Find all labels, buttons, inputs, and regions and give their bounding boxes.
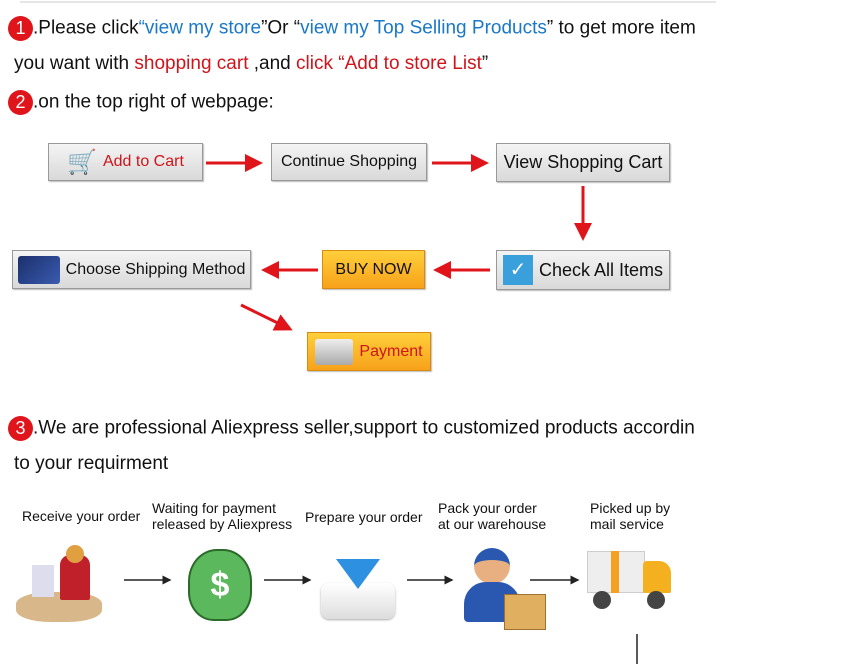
step3-line1: 3.We are professional Aliexpress seller,… [8, 416, 716, 441]
text: .We are professional Aliexpress seller,s… [33, 417, 695, 439]
shopping-cart-icon: 🛒 [67, 148, 97, 176]
label: Receive your order [22, 508, 141, 524]
label: Payment [359, 342, 423, 360]
step-badge: 3 [8, 416, 33, 441]
step2-line: 2.on the top right of webpage: [8, 90, 274, 115]
label: mail service [590, 516, 664, 532]
cash-register-icon [315, 338, 354, 365]
process-label-prepare: Prepare your order [305, 509, 423, 525]
label: Waiting for payment [152, 500, 276, 516]
step-badge: 1 [8, 16, 33, 41]
label: released by Aliexpress [152, 516, 293, 532]
label: View Shopping Cart [503, 152, 663, 172]
label: Check All Items [538, 259, 664, 280]
choose-shipping-method-button[interactable]: Choose Shipping Method [12, 250, 251, 289]
person-at-computer-icon [14, 545, 104, 630]
label: Pack your order [438, 500, 537, 516]
label: Prepare your order [305, 509, 423, 525]
text: ”Or “ [261, 17, 301, 39]
money-bag-icon: $ [180, 535, 260, 635]
step1-line1: 1.Please click“view my store”Or “view my… [8, 16, 716, 41]
text: ,and [248, 53, 297, 74]
payment-button[interactable]: Payment [307, 332, 431, 371]
view-my-store-link[interactable]: “view my store [138, 17, 262, 39]
step-badge: 2 [8, 90, 33, 115]
text: you want with [14, 53, 135, 74]
add-to-store-list-text: click “Add to store List [296, 53, 482, 74]
step1-line2: you want with shopping cart ,and click “… [14, 53, 488, 75]
check-all-items-button[interactable]: ✓Check All Items [496, 250, 670, 290]
add-to-cart-button[interactable]: 🛒 Add to Cart [48, 143, 203, 181]
step3-line2: to your requirment [14, 453, 168, 475]
top-selling-products-link[interactable]: view my Top Selling Products [300, 17, 547, 39]
label: Picked up by [590, 500, 671, 516]
view-shopping-cart-button[interactable]: View Shopping Cart [496, 143, 670, 182]
text: .on the top right of webpage: [33, 91, 274, 113]
text: to your requirment [14, 453, 169, 474]
process-label-receive: Receive your order [22, 508, 140, 524]
warehouse-worker-icon [458, 540, 553, 635]
text: ” [481, 53, 489, 74]
label: BUY NOW [335, 260, 412, 278]
shopping-cart-text: shopping cart [134, 53, 249, 74]
checklist-icon: ✓ [502, 255, 533, 285]
credit-card-icon [17, 255, 60, 284]
label: Choose Shipping Method [65, 260, 246, 278]
delivery-truck-icon [585, 545, 675, 615]
buy-now-button[interactable]: BUY NOW [322, 250, 425, 289]
text: .Please click [33, 17, 139, 39]
label: Continue Shopping [280, 153, 418, 170]
text: ” to get more item [546, 17, 696, 39]
label: Add to Cart [102, 153, 184, 170]
continue-shopping-button[interactable]: Continue Shopping [271, 143, 427, 181]
arrow-diagonal [240, 303, 293, 331]
download-tray-icon [318, 545, 398, 625]
top-divider [20, 1, 716, 3]
label: at our warehouse [438, 516, 547, 532]
